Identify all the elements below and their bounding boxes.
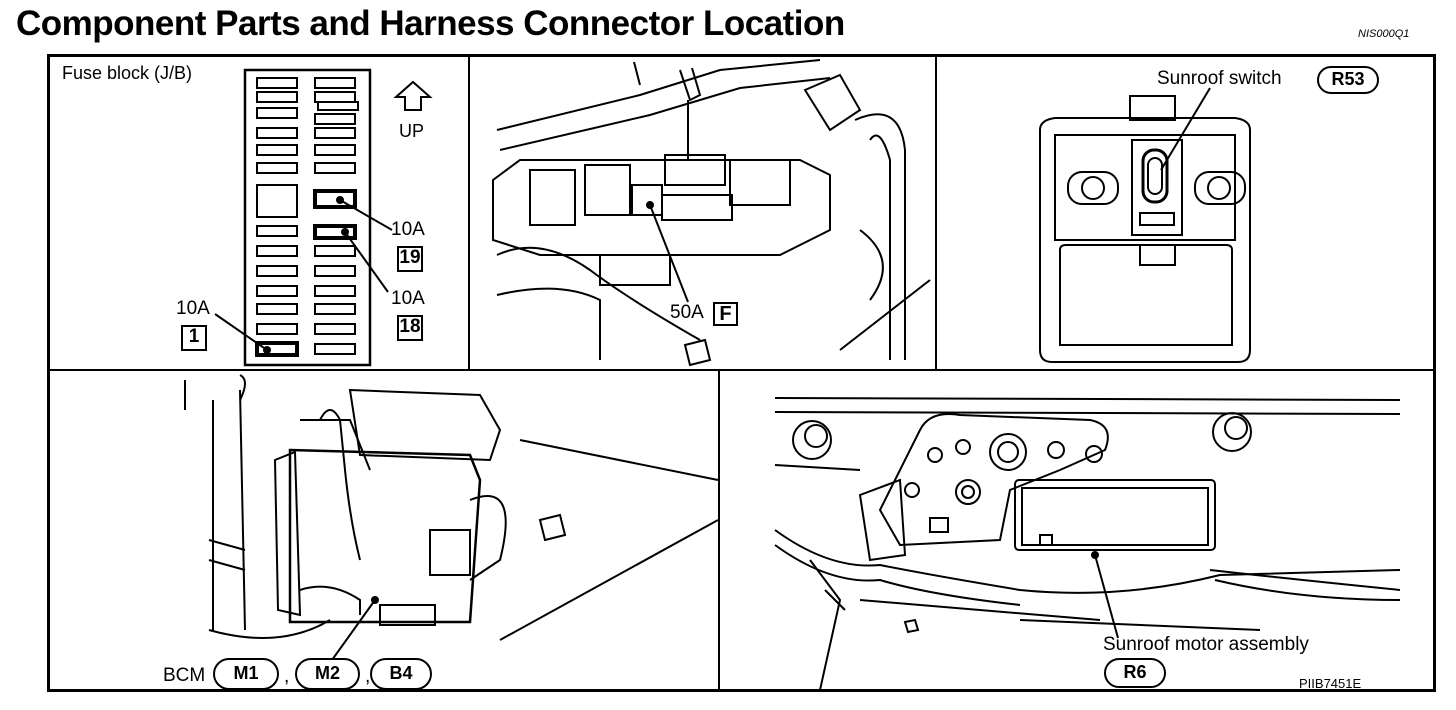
connector-separator: , (284, 666, 290, 687)
fuse-number-box: 18 (397, 315, 423, 341)
fuse-block-illustration (214, 68, 433, 367)
fuse-number-box: 1 (181, 325, 207, 351)
sunroof-switch-connector: R53 (1317, 66, 1379, 94)
fusible-link-letter-box: F (713, 302, 738, 326)
figure-code: PIIB7451E (1299, 676, 1362, 691)
sunroof-motor-connector: R6 (1104, 658, 1166, 688)
divider (49, 369, 1434, 371)
fusible-link-amp-label: 50A (670, 302, 704, 323)
divider (935, 56, 937, 370)
sunroof-switch-illustration (1039, 87, 1251, 363)
connector-separator: , (365, 666, 371, 687)
divider (718, 370, 720, 690)
sunroof-motor-illustration (774, 397, 1401, 691)
sunroof-motor-label: Sunroof motor assembly (1103, 634, 1309, 655)
sunroof-switch-label: Sunroof switch (1157, 68, 1282, 89)
bcm-label: BCM (163, 665, 206, 686)
document-code: NIS000Q1 (1358, 28, 1410, 40)
divider (468, 56, 470, 370)
page-title: Component Parts and Harness Connector Lo… (16, 4, 845, 43)
bcm-connector-b4: B4 (370, 658, 432, 690)
fuse-amp-label: 10A (391, 219, 425, 240)
bcm-illustration (184, 374, 719, 661)
fuse-amp-label: 10A (391, 288, 425, 309)
fusible-link-illustration (492, 59, 931, 367)
bcm-connector-m2: M2 (295, 658, 360, 690)
bcm-connector-m1: M1 (213, 658, 279, 690)
up-label: UP (399, 121, 425, 141)
fuse-number-box: 19 (397, 246, 423, 272)
fuse-amp-label: 10A (176, 298, 210, 319)
diagram-frame (47, 54, 1436, 692)
fuse-block-heading: Fuse block (J/B) (62, 63, 193, 83)
